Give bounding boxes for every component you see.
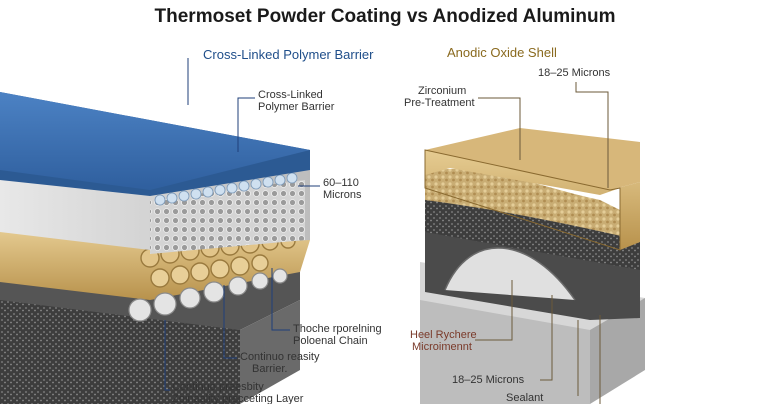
label-heel-line2: Microimennt xyxy=(412,341,472,353)
label-sealant: Sealant xyxy=(506,392,543,404)
label-zirc-line1: Zirconium xyxy=(418,85,466,97)
label-chain-line1: Thoche rporelning xyxy=(293,323,382,335)
label-microns-top-leader xyxy=(575,82,609,188)
label-microns-line2: Microns xyxy=(323,189,362,201)
base-layer-side xyxy=(240,300,300,404)
label-microns-bottom-leader xyxy=(540,295,553,381)
bead-row xyxy=(154,172,298,206)
label-polymer-line2: Polymer Barrier xyxy=(258,101,335,113)
anodized-block xyxy=(420,128,645,404)
label-chain-line2: Poloenal Chain xyxy=(293,335,368,347)
label-cont-line2: Barrier. xyxy=(252,363,287,375)
label-cont-line1: Continuo reasity xyxy=(240,351,320,363)
left-heading: Cross-Linked Polymer Barrier xyxy=(203,47,374,62)
label-chain-leader xyxy=(271,268,290,331)
polymer-top-surface xyxy=(0,92,310,190)
label-microns-bottom: 18–25 Microns xyxy=(452,374,525,386)
shell-top xyxy=(425,128,640,190)
cavity-arch xyxy=(444,247,576,301)
label-zone-line2: Zoinaality precceting Layer xyxy=(172,393,304,404)
substrate-side xyxy=(590,298,645,404)
shell-outline xyxy=(424,149,621,251)
shell-side xyxy=(425,150,640,250)
label-polymer-leader xyxy=(237,97,255,152)
label-cont-leader xyxy=(223,285,237,359)
powder-coating-block xyxy=(0,92,310,404)
label-zone-leader xyxy=(164,320,170,391)
label-heel-line1: Heel Rychere xyxy=(410,329,477,341)
page-title: Thermoset Powder Coating vs Anodized Alu… xyxy=(155,6,616,27)
label-zirc-leader xyxy=(478,97,521,160)
base-layer-front xyxy=(0,300,240,404)
label-zone-line1: Continuo preesbity xyxy=(172,381,264,393)
label-microns-top: 18–25 Microns xyxy=(538,67,611,79)
label-polymer-line1: Cross-Linked xyxy=(258,89,323,101)
tube-row-lower xyxy=(128,268,288,322)
right-heading: Anodic Oxide Shell xyxy=(447,45,557,60)
substrate-front xyxy=(420,300,590,404)
porous-layer xyxy=(425,190,640,270)
granule-layer xyxy=(425,168,630,238)
label-zirc-line2: Pre-Treatment xyxy=(404,97,475,109)
label-heel-leader xyxy=(475,280,513,341)
label-microns-line1: 60–110 xyxy=(323,177,359,189)
